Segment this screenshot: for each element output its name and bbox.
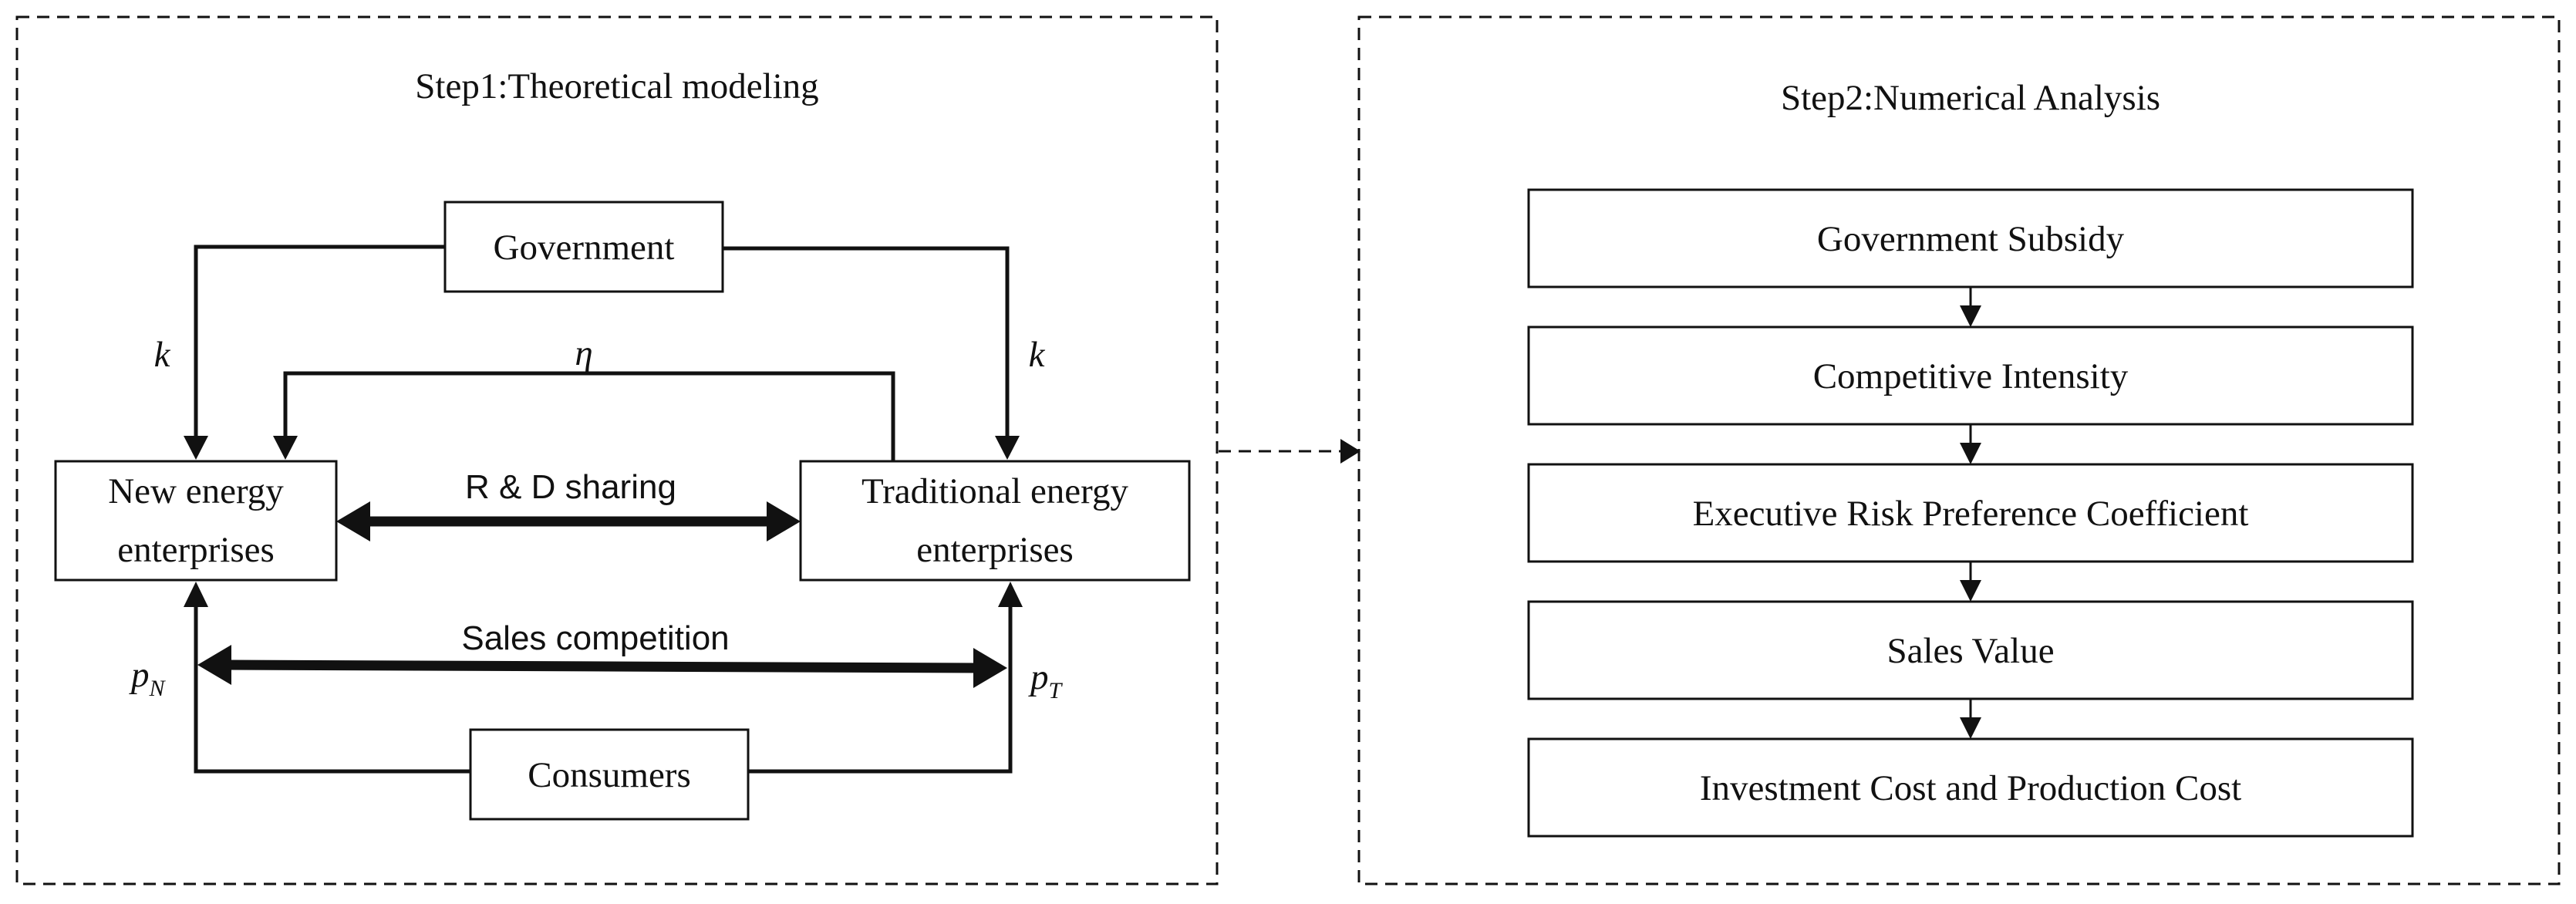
rd-sharing-label: R & D sharing xyxy=(465,468,676,506)
step2-box-sales-value xyxy=(1527,600,2414,700)
consumers-to-new-energy-line xyxy=(194,605,470,774)
step2-connector-4-arrowhead xyxy=(1960,717,1981,739)
panel-connector-arrowhead xyxy=(1340,439,1360,464)
new-energy-label-line2: enterprises xyxy=(117,530,275,570)
sales-competition-label: Sales competition xyxy=(461,619,729,657)
rd-sharing-arrowhead-right xyxy=(767,501,801,541)
government-box xyxy=(443,201,724,293)
new-energy-box xyxy=(54,460,338,582)
step2-box-competitive-intensity xyxy=(1527,326,2414,426)
consumers-label: Consumers xyxy=(528,755,691,795)
consumers-to-new-energy-arrowhead xyxy=(184,582,208,607)
step1-title: Step1:Theoretical modeling xyxy=(415,66,818,106)
step2-connector-3-arrowhead xyxy=(1960,580,1981,602)
eta-spillover-line xyxy=(283,371,895,463)
consumers-to-traditional-line xyxy=(748,605,1013,774)
traditional-energy-label-line2: enterprises xyxy=(916,530,1074,570)
step2-box-risk-preference xyxy=(1527,463,2414,563)
step2-box-investment-cost xyxy=(1527,737,2414,838)
gov-to-new-energy-arrowhead xyxy=(184,436,208,460)
gov-to-traditional-arrowhead xyxy=(995,436,1020,460)
k-right-label: k xyxy=(1029,335,1046,375)
consumers-to-traditional-arrowhead xyxy=(998,582,1023,607)
sales-competition-arrowhead-right xyxy=(973,648,1007,688)
sales-competition-line xyxy=(223,659,982,673)
sales-competition-arrowhead-left xyxy=(197,645,231,685)
price-new-energy-label: pN xyxy=(129,655,167,701)
traditional-energy-label-line1: Traditional energy xyxy=(861,471,1128,511)
step1-panel xyxy=(15,15,1219,885)
k-left-label: k xyxy=(154,335,171,375)
government-label: Government xyxy=(494,228,675,268)
gov-to-new-energy-line xyxy=(194,245,445,438)
step2-label-competitive-intensity: Competitive Intensity xyxy=(1813,356,2129,396)
eta-spillover-arrowhead xyxy=(273,436,298,460)
consumers-box xyxy=(469,728,750,821)
step2-title: Step2:Numerical Analysis xyxy=(1781,78,2160,118)
traditional-energy-box xyxy=(799,460,1191,582)
rd-sharing-arrowhead-left xyxy=(336,501,370,541)
step2-label-risk-preference: Executive Risk Preference Coefficient xyxy=(1693,494,2249,534)
step2-connector-2-arrowhead xyxy=(1960,443,1981,464)
eta-label: η xyxy=(575,333,592,373)
step2-box-government-subsidy xyxy=(1527,188,2414,288)
step2-connector-1-arrowhead xyxy=(1960,305,1981,327)
price-traditional-label: pT xyxy=(1028,657,1064,703)
new-energy-label-line1: New energy xyxy=(108,471,284,511)
step2-label-sales-value: Sales Value xyxy=(1886,631,2054,671)
step2-label-investment-cost: Investment Cost and Production Cost xyxy=(1700,768,2241,808)
gov-to-traditional-line xyxy=(723,246,1010,438)
step2-label-government-subsidy: Government Subsidy xyxy=(1817,219,2125,259)
